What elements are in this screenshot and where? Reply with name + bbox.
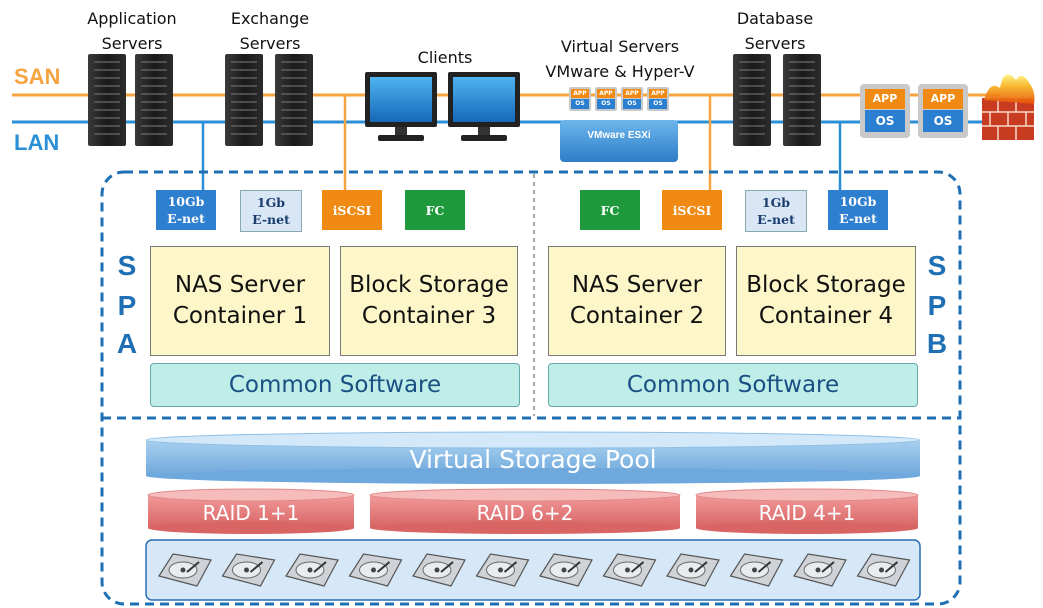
monitor-icon [365, 72, 520, 141]
hard-disk-icon [158, 553, 212, 587]
firewall-icon [982, 74, 1035, 140]
right-vm-2-os: OS [923, 110, 963, 132]
nas-server-container-1: NAS Server Container 1 [150, 246, 330, 356]
clients-label: Clients [417, 48, 473, 67]
exchange-servers-label: Exchange Servers [230, 9, 310, 53]
esxi-box [560, 120, 678, 162]
spa-port-1gb-enet: 1Gb E-net [240, 190, 302, 232]
application-servers-label: Application Servers [87, 9, 177, 53]
hard-disk-icon [475, 553, 530, 587]
spb-port-iscsi: iSCSI [662, 190, 722, 230]
nas-server-container-2: NAS Server Container 2 [548, 246, 726, 356]
hard-disk-icon [285, 553, 339, 587]
database-servers-label: Database Servers [736, 9, 814, 53]
block-storage-container-3: Block Storage Container 3 [340, 246, 518, 356]
raid-4-1-label: RAID 4+1 [758, 501, 856, 525]
hard-disk-icon [412, 553, 466, 587]
spb-port-10gb-enet: 10Gb E-net [828, 190, 888, 230]
spb-letter-b: B [926, 328, 948, 359]
esxi-label: VMware ESXi [587, 130, 651, 141]
vm-chip-os: OS [571, 99, 589, 109]
lan-label: LAN [14, 130, 60, 155]
sp-frame [100, 170, 962, 606]
virtual-storage-pool-cylinder [145, 431, 921, 484]
server-rack-icon [88, 54, 821, 146]
block-storage-container-4: Block Storage Container 4 [736, 246, 916, 356]
vm-chip-app: APP [623, 89, 641, 98]
vm-chip-app: APP [649, 89, 667, 98]
spa-port-10gb-enet: 10Gb E-net [156, 190, 216, 230]
right-vm-1: APP OS [860, 84, 910, 138]
spa-port-fc: FC [405, 190, 465, 230]
vm-chip-os: OS [597, 99, 615, 109]
spa-letter-a: A [116, 328, 138, 359]
hard-disk-icon [539, 553, 593, 587]
spa-port-iscsi: iSCSI [322, 190, 382, 230]
spb-port-fc: FC [580, 190, 640, 230]
right-vm-2-app: APP [923, 89, 963, 109]
raid-6-2-label: RAID 6+2 [476, 501, 574, 525]
spb-port-1gb-enet: 1Gb E-net [745, 190, 807, 232]
virtual-storage-pool-label: Virtual Storage Pool [409, 444, 657, 474]
vm-chip-app: APP [571, 89, 589, 98]
spb-letter-p: P [927, 290, 947, 321]
right-vm-2: APP OS [918, 84, 968, 138]
hard-disk-icon [793, 553, 847, 587]
raid-cylinders [147, 488, 919, 534]
vm-chip-os: OS [649, 99, 667, 109]
hard-disk-icon [221, 553, 276, 587]
spa-letter-p: P [117, 290, 137, 321]
spb-common-software: Common Software [548, 363, 918, 407]
san-label: SAN [14, 64, 61, 89]
spa-letter-s: S [117, 250, 137, 281]
virtual-servers-label: Virtual Servers VMware & Hyper-V [545, 37, 695, 81]
right-vm-1-app: APP [865, 89, 905, 109]
hard-disk-icon [666, 553, 720, 587]
spb-letter-s: S [927, 250, 947, 281]
spa-common-software: Common Software [150, 363, 520, 407]
hard-disk-icon [348, 553, 403, 587]
raid-1-1-label: RAID 1+1 [202, 501, 300, 525]
disk-tray [145, 539, 921, 601]
hard-disk-icon [856, 553, 911, 587]
hard-disk-icon [729, 553, 784, 587]
vm-chip-app: APP [597, 89, 615, 98]
hard-disk-icon [602, 553, 657, 587]
right-vm-1-os: OS [865, 110, 905, 132]
vm-chip-os: OS [623, 99, 641, 109]
